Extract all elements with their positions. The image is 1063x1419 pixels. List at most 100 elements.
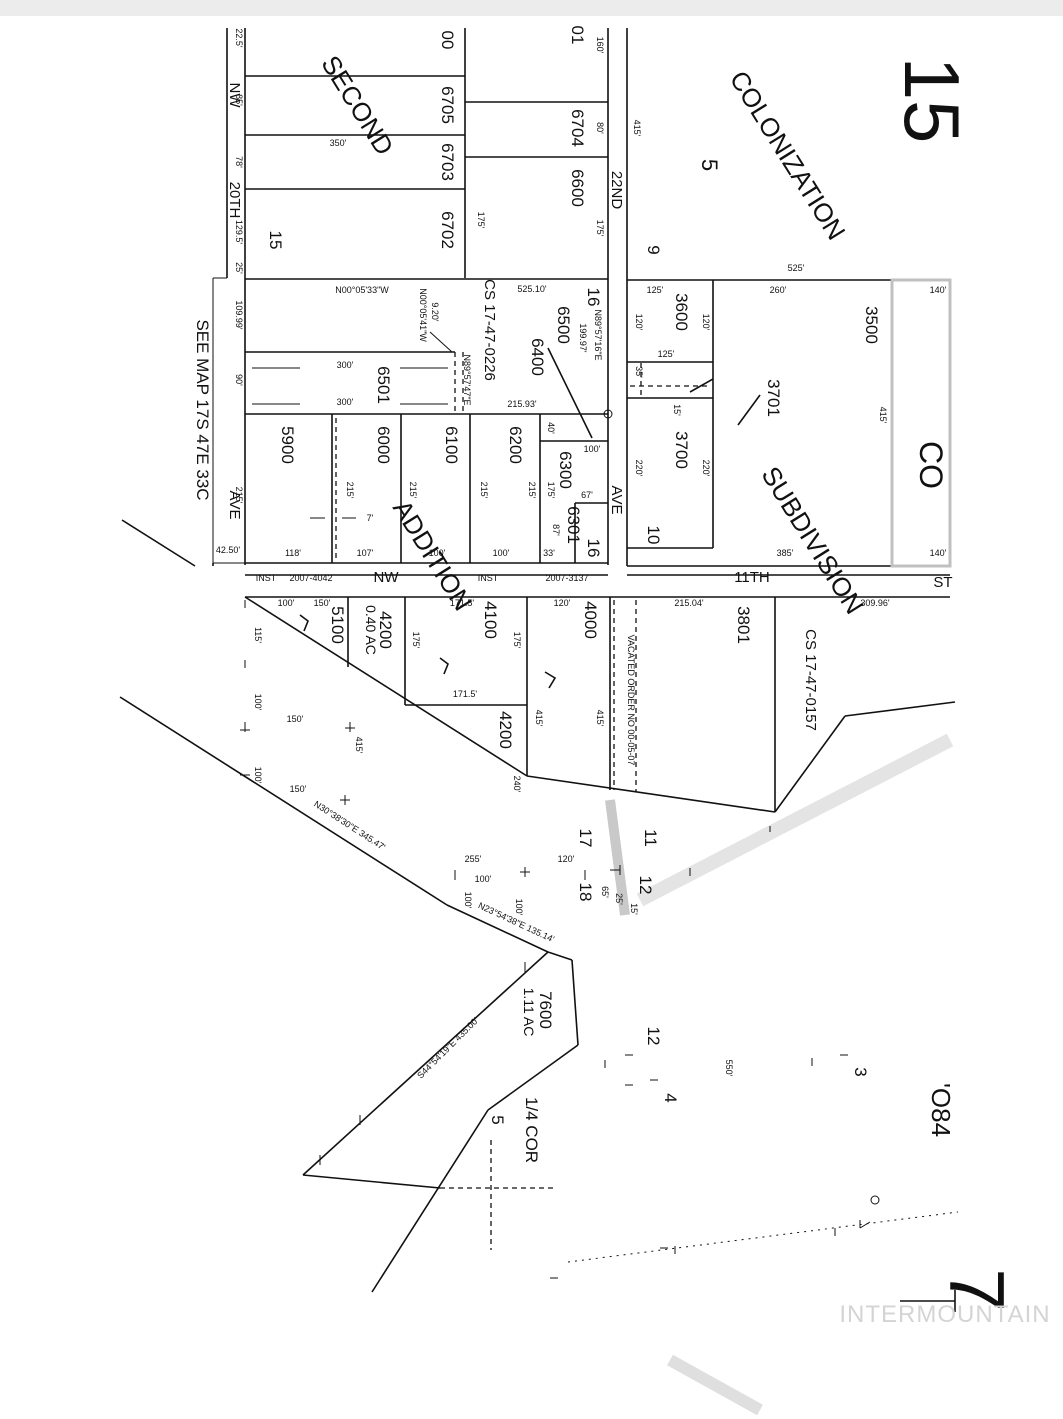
dimension-label: 260' [770,285,787,295]
parcel-01: 01 [568,26,587,45]
survey-cs-0226: CS 17-47-0226 [481,279,498,381]
dimension-label: 215' [234,487,244,504]
dimension-label: 100' [253,694,263,711]
street-20th: 20TH [226,182,243,219]
dimension-label: 22.5' [234,28,244,48]
parcel-4200a-acres: 0.40 AC [363,605,379,655]
parcel-6301: 6301 [564,506,583,544]
survey-cs-0157: CS 17-47-0157 [802,629,819,731]
dimension-label: 171.5' [450,598,475,608]
parcel-6000: 6000 [374,426,393,464]
dimension-label: 118' [285,548,301,558]
corner-4: 4 [661,1093,680,1102]
vacated-label: VACATED ORDER NO 00-05-07 [626,635,636,766]
dimension-label: 525' [788,263,805,273]
dimension-label: 120' [701,314,711,331]
dimension-label: 87' [551,524,561,536]
dimension-label: 25' [614,893,624,905]
dimension-label: 100' [463,892,473,909]
corner-17: 17 [576,829,595,848]
dimension-label: 415' [354,737,364,754]
block-9: 9 [644,245,663,254]
parcel-7600-acres: 1.11 AC [521,988,537,1037]
section-number: 15 [888,57,976,144]
inst-a-number: 2007-4042 [289,573,332,583]
lower-area-lines [119,519,959,1416]
dimension-label: 100' [253,767,263,784]
block-10: 10 [644,526,663,545]
see-map-label: SEE MAP 17S 47E 33C [193,319,212,500]
parcel-3701: 3701 [764,379,783,417]
dimension-label: 220' [634,460,644,477]
bearing-2: N89°57'16"E [593,309,603,360]
corner-12b: 12 [644,1027,663,1046]
parcel-3700: 3700 [672,431,691,469]
parcel-3801: 3801 [734,606,753,644]
bearing-4: N89°57'47"E [462,354,472,405]
parcel-3600: 3600 [672,293,691,331]
parcel-7600: 7600 [536,991,555,1029]
dimension-label: 25' [234,262,244,274]
inst-a-label: INST [256,573,277,583]
corner-3: 3 [851,1067,870,1076]
dimension-label: 100' [475,874,492,884]
dimension-label: 150' [290,784,307,794]
parcel-6702: 6702 [438,211,457,249]
inst-b-label: INST [478,573,499,583]
dimension-label: 100' [493,548,510,558]
corner-11: 11 [641,829,660,847]
page-number: 7 [933,1268,1021,1311]
dimension-label: 80' [595,122,605,134]
parcel-6200: 6200 [506,426,525,464]
dimension-label: 350' [330,138,347,148]
dimension-label: 125' [647,285,664,295]
subdivision-colonization: COLONIZATION [724,65,852,245]
dimension-label: 150' [314,598,331,608]
dimension-label: 160' [595,37,605,54]
dimension-label: 42.50' [216,545,241,555]
block-5: 5 [697,159,722,171]
dimension-label: 415' [878,407,888,424]
dimension-label: 415' [632,120,642,137]
dimension-label: 175' [512,632,522,649]
dimension-label: 550' [724,1060,734,1077]
parcel-6400: 6400 [528,338,547,376]
bearing-3: N00°05'41"W [418,288,428,342]
dimension-label: 109.99' [234,300,244,330]
dimension-label: 309.96' [860,598,890,608]
parcel-00: 00 [438,31,457,50]
dimension-label: 240' [512,776,522,793]
bearing-7: S44°54'19"E 435.00' [415,1015,480,1080]
dimension-label: 150' [287,714,304,724]
parcel-4100: 4100 [481,601,500,639]
street-nw-b: NW [374,569,400,586]
subdivision-subdivision: SUBDIVISION [756,461,870,619]
dimension-label: 300' [337,360,354,370]
street-ave-b: AVE [608,486,625,515]
dimension-label: 120' [558,854,575,864]
parcel-6703: 6703 [438,143,457,181]
dimension-label: 220' [701,460,711,477]
dimension-label: 385' [777,548,794,558]
dimension-label: 35' [634,366,644,378]
dimension-label: 120' [554,598,571,608]
dimension-label: 300' [337,397,354,407]
parcel-4200b: 4200 [496,711,515,749]
dimension-label: 120' [634,314,644,331]
upper-east-block-lines [626,28,952,568]
corner-18: 18 [576,883,595,902]
parcel-6501: 6501 [374,366,393,404]
dimension-label: 115' [253,627,263,643]
parcel-6704: 6704 [568,109,587,147]
parcel-4200a: 4200 [376,611,395,649]
parcel-4000: 4000 [581,601,600,639]
dimension-label: 215' [527,482,537,499]
dimension-label: 175' [595,220,605,237]
block-16b: 16 [584,539,603,558]
parcel-6500: 6500 [554,306,573,344]
upper-west-block-lines [212,28,613,565]
dimension-labels: 22.5'85'78'129.5'25'109.99'90'215'42.50'… [216,28,947,1076]
dimension-label: 415' [595,710,605,727]
parcel-6600: 6600 [568,169,587,207]
street-11th: 11TH [734,569,770,586]
